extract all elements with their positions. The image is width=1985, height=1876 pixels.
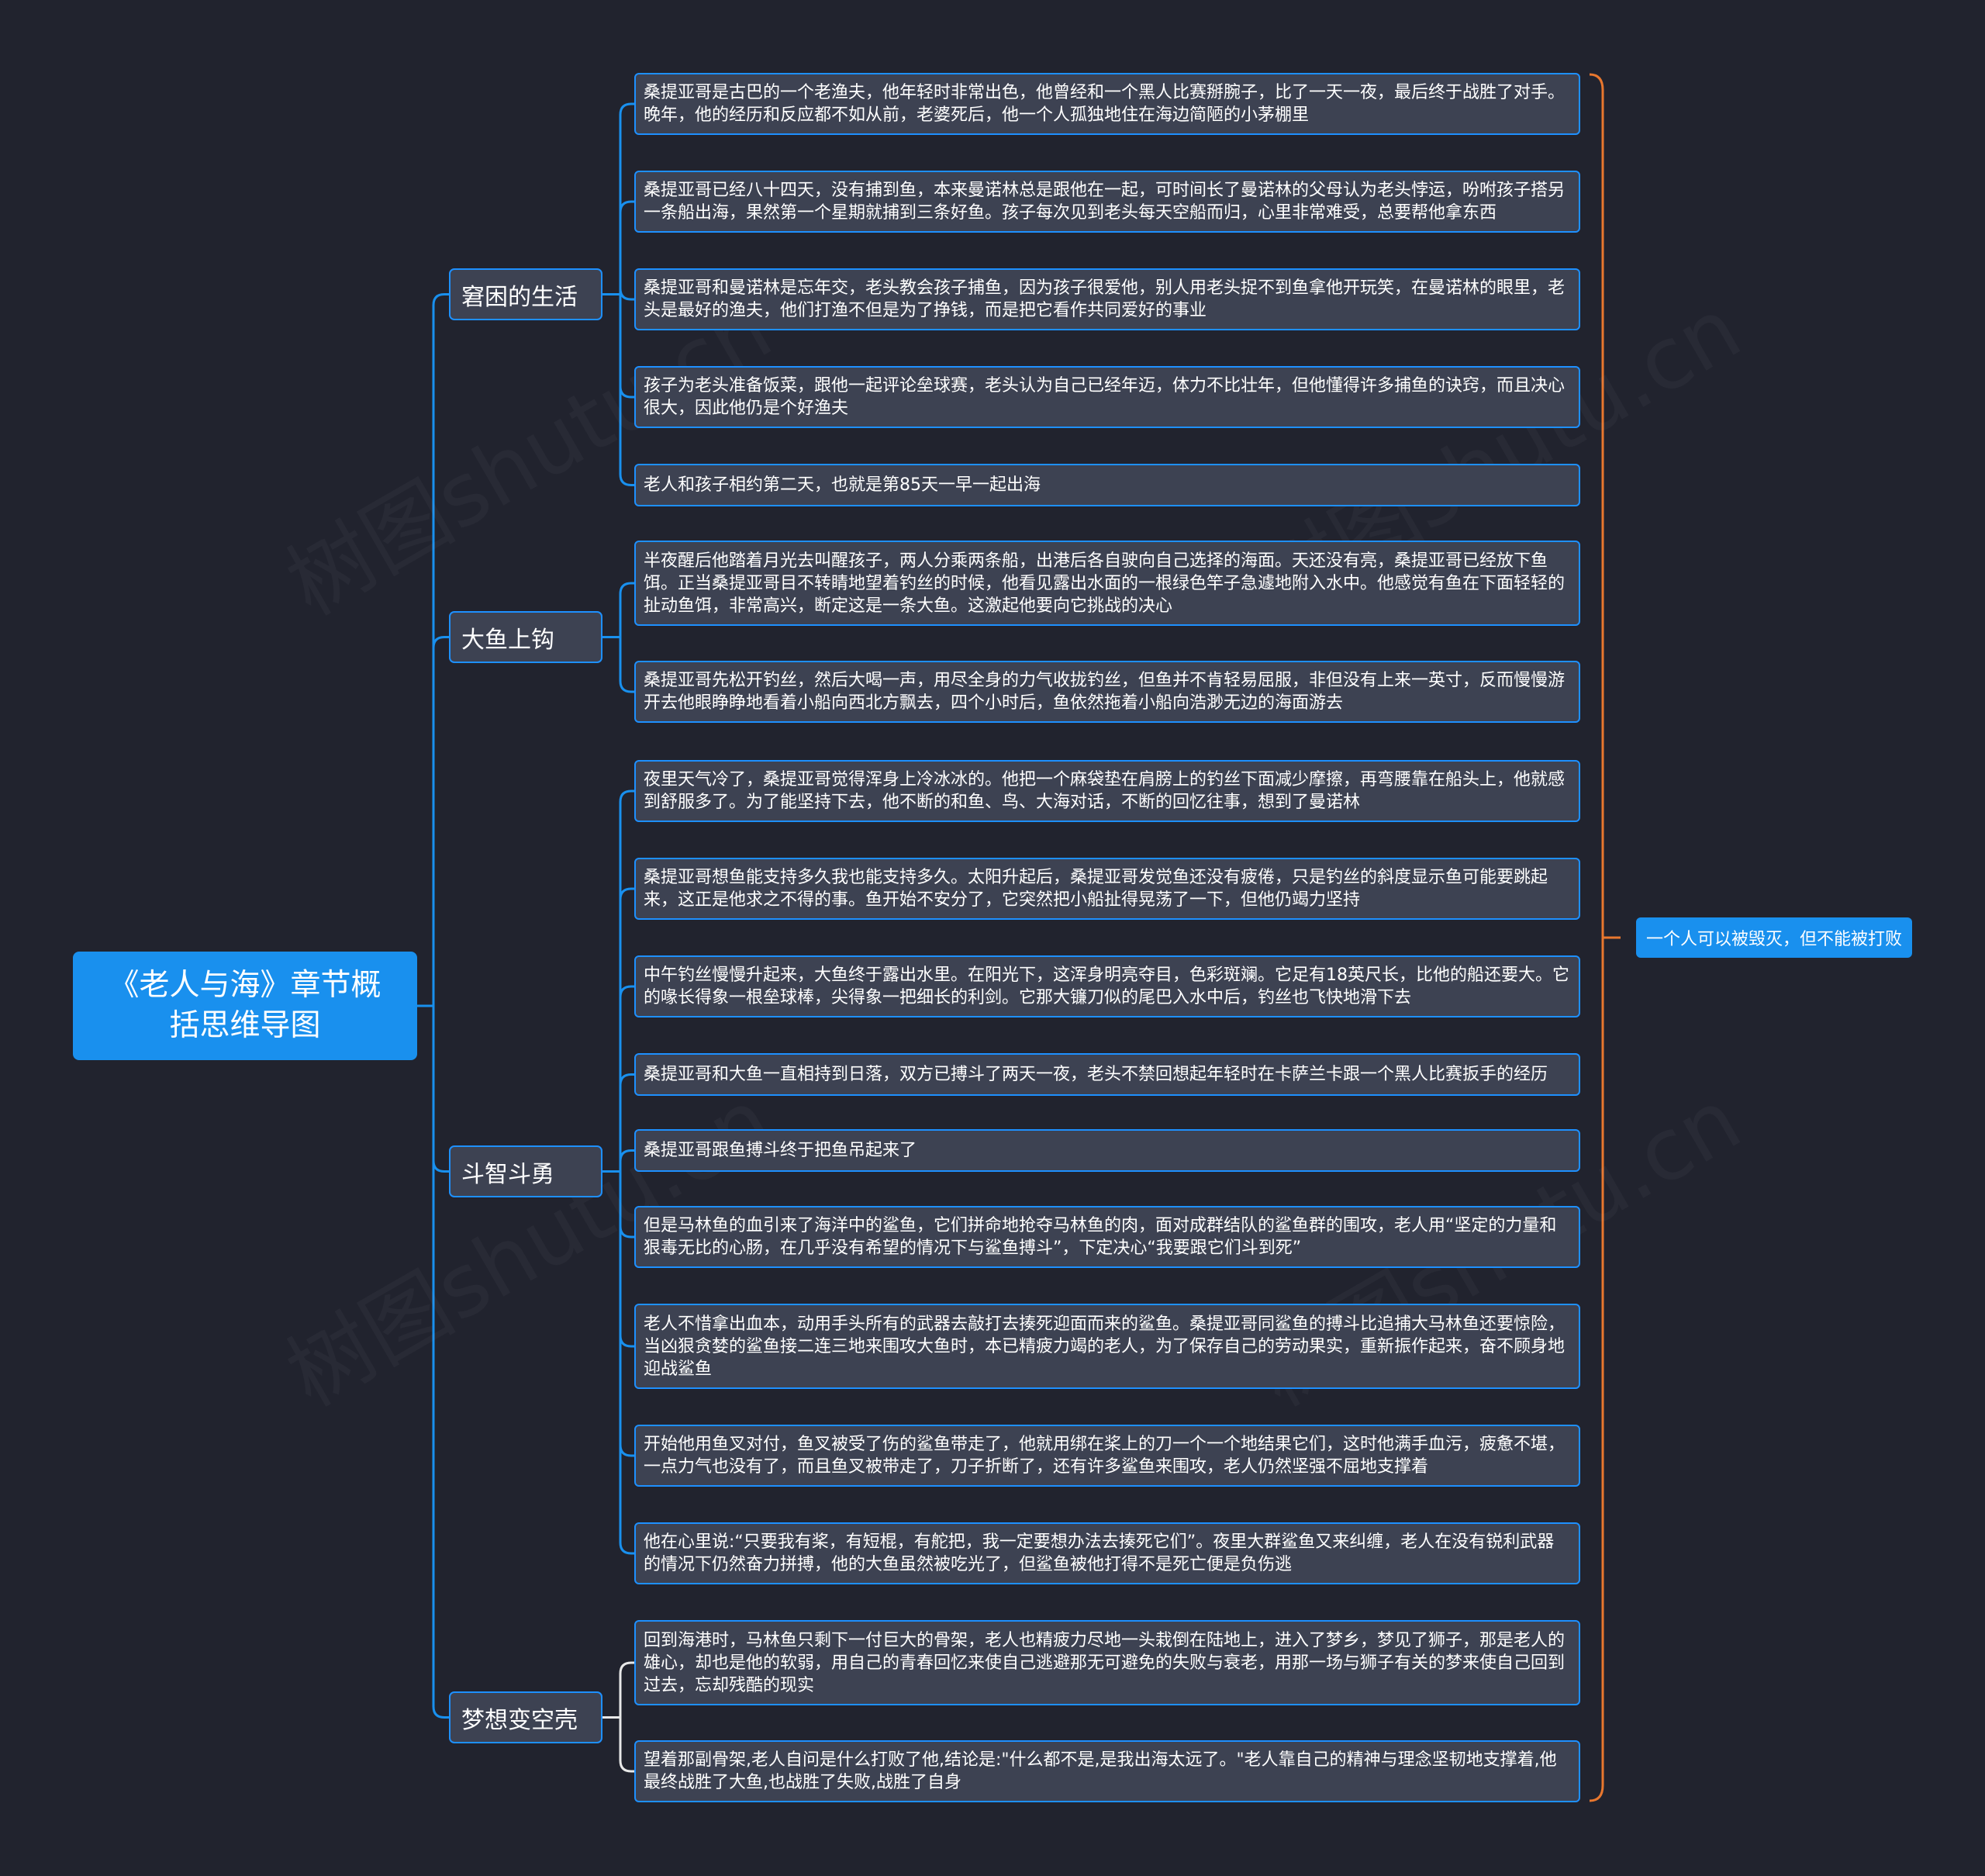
leaf-node[interactable]: 老人不惜拿出血本，动用手头所有的武器去敲打去揍死迎面而来的鲨鱼。桑提亚哥同鲨鱼的… [634, 1304, 1580, 1389]
summary-node[interactable]: 一个人可以被毁灭，但不能被打败 [1636, 917, 1912, 958]
leaf-node[interactable]: 半夜醒后他踏着月光去叫醒孩子，两人分乘两条船，出港后各自驶向自己选择的海面。天还… [634, 541, 1580, 626]
branch-leaf-connector [602, 1716, 634, 1773]
branch-leaf-connector [602, 985, 634, 1173]
branch-leaf-connector [602, 288, 634, 301]
leaf-node[interactable]: 桑提亚哥先松开钓丝，然后大喝一声，用尽全身的力气收拢钓丝，但鱼并不肯轻易屈服，非… [634, 661, 1580, 723]
root-branch-connector [417, 293, 449, 1007]
leaf-node[interactable]: 但是马林鱼的血引来了海洋中的鲨鱼，它们拼命地抢夺马林鱼的肉，面对成群结队的鲨鱼群… [634, 1206, 1580, 1268]
branch-leaf-connector [602, 1170, 634, 1555]
branch-leaf-connector [602, 1073, 634, 1173]
branch-leaf-connector [602, 1661, 634, 1719]
root-branch-connector [417, 636, 449, 1007]
branch-leaf-connector [602, 1149, 634, 1173]
leaf-node[interactable]: 桑提亚哥和曼诺林是忘年交，老头教会孩子捕鱼，因为孩子很爱他，别人用老头捉不到鱼拿… [634, 268, 1580, 330]
leaf-node[interactable]: 孩子为老头准备饭菜，跟他一起评论垒球赛，老头认为自己已经年迈，体力不比壮年，但他… [634, 366, 1580, 428]
branch-leaf-connector [602, 293, 634, 399]
branch-leaf-connector [602, 1170, 634, 1457]
leaf-node[interactable]: 桑提亚哥和大鱼一直相持到日落，双方已搏斗了两天一夜，老头不禁回想起年轻时在卡萨兰… [634, 1053, 1580, 1096]
leaf-node[interactable]: 老人和孩子相约第二天，也就是第85天一早一起出海 [634, 464, 1580, 506]
leaf-node[interactable]: 桑提亚哥想鱼能支持多久我也能支持多久。太阳升起后，桑提亚哥发觉鱼还没有疲倦，只是… [634, 858, 1580, 920]
branch-leaf-connector [602, 636, 634, 693]
branch-leaf-connector [602, 293, 634, 486]
branch-leaf-connector [602, 102, 634, 295]
leaf-node[interactable]: 夜里天气冷了，桑提亚哥觉得浑身上冷冰冰的。他把一个麻袋垫在肩膀上的钓丝下面减少摩… [634, 760, 1580, 822]
leaf-node[interactable]: 开始他用鱼叉对付，鱼叉被受了伤的鲨鱼带走了，他就用绑在桨上的刀一个一个地结果它们… [634, 1425, 1580, 1487]
branch-node[interactable]: 梦想变空壳 [449, 1691, 602, 1743]
leaf-node[interactable]: 回到海港时，马林鱼只剩下一付巨大的骨架，老人也精疲力尽地一头栽倒在陆地上，进入了… [634, 1620, 1580, 1705]
leaf-node[interactable]: 桑提亚哥已经八十四天，没有捕到鱼，本来曼诺林总是跟他在一起，可时间长了曼诺林的父… [634, 171, 1580, 233]
branch-node[interactable]: 大鱼上钩 [449, 611, 602, 663]
branch-leaf-connector [602, 1170, 634, 1239]
branch-leaf-connector [602, 1170, 634, 1348]
leaf-node[interactable]: 望着那副骨架,老人自问是什么打败了他,结论是:"什么都不是,是我出海太远了。"老… [634, 1740, 1580, 1802]
branch-leaf-connector [602, 200, 634, 295]
branch-node[interactable]: 斗智斗勇 [449, 1145, 602, 1197]
leaf-node[interactable]: 桑提亚哥跟鱼搏斗终于把鱼吊起来了 [634, 1129, 1580, 1172]
leaf-node[interactable]: 桑提亚哥是古巴的一个老渔夫，他年轻时非常出色，他曾经和一个黑人比赛掰腕子，比了一… [634, 73, 1580, 135]
root-node[interactable]: 《老人与海》章节概括思维导图 [73, 952, 417, 1060]
leaf-node[interactable]: 他在心里说:“只要我有桨，有短棍，有舵把，我一定要想办法去揍死它们”。夜里大群鲨… [634, 1522, 1580, 1584]
root-branch-connector [417, 1004, 449, 1719]
branch-leaf-connector [602, 887, 634, 1173]
leaf-node[interactable]: 中午钓丝慢慢升起来，大鱼终于露出水里。在阳光下，这浑身明亮夺目，色彩斑斓。它足有… [634, 955, 1580, 1017]
summary-bracket [1589, 73, 1604, 1802]
branch-leaf-connector [602, 789, 634, 1173]
branch-leaf-connector [602, 582, 634, 638]
branch-node[interactable]: 窘困的生活 [449, 268, 602, 320]
